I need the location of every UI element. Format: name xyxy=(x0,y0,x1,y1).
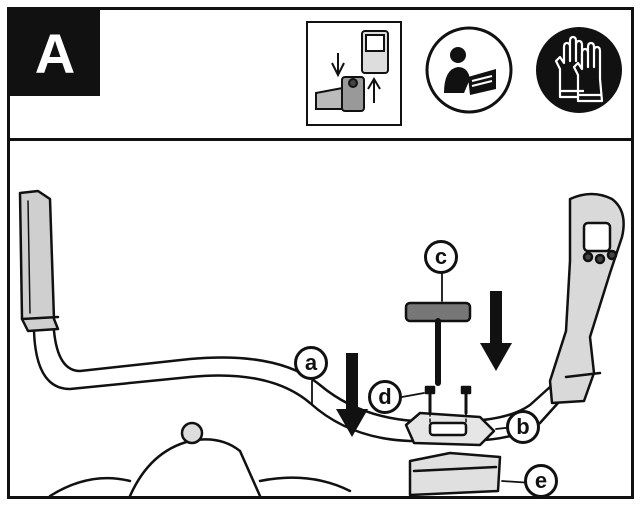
callout-a: a xyxy=(294,346,328,380)
callout-e: e xyxy=(524,464,558,498)
instruction-panel: A xyxy=(7,7,634,499)
thumbnail-drawing-icon xyxy=(315,30,389,112)
panel-header: A xyxy=(10,10,631,141)
step-label: A xyxy=(10,10,100,96)
handlebar-assembly-illustration xyxy=(18,189,625,496)
callout-d: d xyxy=(368,380,402,414)
wear-gloves-icon xyxy=(536,27,622,113)
callout-c: c xyxy=(424,240,458,274)
read-manual-icon xyxy=(425,26,513,114)
callout-b: b xyxy=(506,410,540,444)
assembly-detail-thumbnail xyxy=(306,21,402,126)
